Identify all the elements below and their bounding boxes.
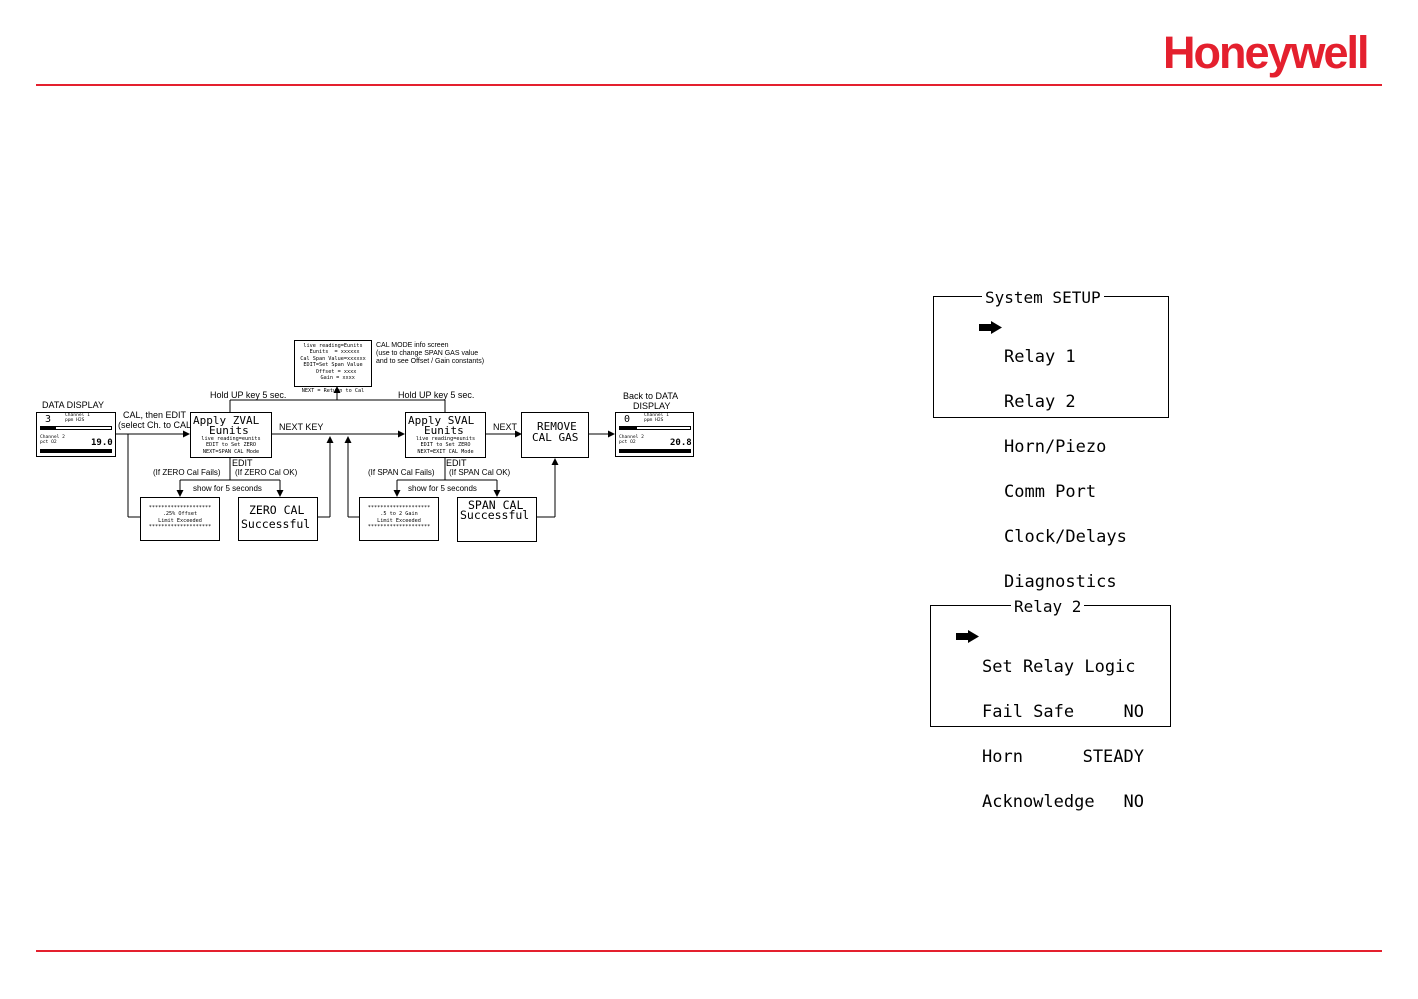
cal-mode-info-screen: live reading=Eunits Eunits = xxxxxx Cal … xyxy=(294,340,372,394)
span-ok-line-2: Successful xyxy=(460,508,530,522)
pointer-arrow-icon xyxy=(979,321,1002,334)
hold-up-label-1: Hold UP key 5 sec. xyxy=(210,390,287,400)
remove-line-1: REMOVE xyxy=(537,420,577,433)
zero-ok-screen: ZERO CAL Successful xyxy=(238,497,318,541)
dd2-value: 20.8 xyxy=(670,438,692,448)
data-display-label: DATA DISPLAY xyxy=(42,400,105,410)
dd2-bar-2 xyxy=(619,449,691,453)
dd2-bar-1 xyxy=(619,426,691,430)
zero-ok-line-2: Successful xyxy=(241,517,311,531)
menu-item-value: STEADY xyxy=(1082,747,1144,767)
dd-ch1-sub: ppm H2S xyxy=(65,418,85,423)
menu-item-label: Horn/Piezo xyxy=(1004,437,1107,457)
info-screen-text: live reading=Eunits Eunits = xxxxxx Cal … xyxy=(300,343,366,394)
relay-2-title: Relay 2 xyxy=(1011,599,1085,615)
dd-value: 19.0 xyxy=(91,438,113,448)
show-5-label-1: show for 5 seconds xyxy=(193,484,262,493)
system-setup-menu: Relay 1 Relay 2 Horn/Piezo Comm Port Clo… xyxy=(1004,320,1127,605)
info-note-2: (use to change SPAN GAS value xyxy=(376,350,479,357)
menu-item-value: NO xyxy=(1123,702,1144,722)
menu-item-label: Acknowledge xyxy=(982,792,1095,812)
dd-ch2-sub: pct O2 xyxy=(40,440,57,445)
menu-item-comm-port[interactable]: Comm Port xyxy=(1004,482,1127,502)
dd2-ch2-sub: pct O2 xyxy=(619,440,636,445)
sval-line-2: Eunits xyxy=(424,424,464,437)
dd-bar-1 xyxy=(40,426,112,430)
span-ok-label: (If SPAN Cal OK) xyxy=(449,468,511,477)
zero-ok-line-1: ZERO CAL xyxy=(249,503,305,517)
menu-item-label: Comm Port xyxy=(1004,482,1097,502)
span-fail-text: ******************** .5 to 2 Gain Limit … xyxy=(367,505,431,531)
system-setup-title: System SETUP xyxy=(982,290,1104,306)
menu-item-relay-2[interactable]: Relay 2 xyxy=(1004,392,1127,412)
menu-item-label: Diagnostics xyxy=(1004,572,1117,592)
menu-item-clock-delays[interactable]: Clock/Delays xyxy=(1004,527,1127,547)
dd2-ch1-label: Channel 1 xyxy=(644,413,669,418)
zval-small: live reading=eunits EDIT to Set ZERO NEX… xyxy=(201,436,261,455)
menu-item-diagnostics[interactable]: Diagnostics xyxy=(1004,572,1127,592)
zero-fail-text: ******************** .25% Offset Limit E… xyxy=(148,505,212,531)
dd-ch2-label: Channel 2 xyxy=(40,435,65,440)
remove-cal-gas-screen: REMOVE CAL GAS xyxy=(521,412,589,458)
menu-item-fail-safe[interactable]: Fail Safe NO xyxy=(982,702,1144,722)
dd-ch1-label: Channel 1 xyxy=(65,413,90,418)
menu-item-label: Relay 1 xyxy=(1004,347,1076,367)
zero-ok-label: (If ZERO Cal OK) xyxy=(235,468,298,477)
menu-item-relay-1[interactable]: Relay 1 xyxy=(1004,347,1127,367)
info-note-1: CAL MODE info screen xyxy=(376,342,449,349)
data-display-screen: 3 Channel 1 ppm H2S Channel 2 pct O2 19.… xyxy=(36,412,116,457)
honeywell-logo: Honeywell xyxy=(1163,27,1370,78)
show-5-label-2: show for 5 seconds xyxy=(408,484,477,493)
menu-item-label: Horn xyxy=(982,747,1023,767)
sval-small: live reading=eunits EDIT to Set ZERO NEX… xyxy=(415,436,476,455)
info-note-3: and to see Offset / Gain constants) xyxy=(376,358,485,365)
span-ok-screen: SPAN CAL Successful xyxy=(457,497,537,542)
menu-item-acknowledge[interactable]: Acknowledge NO xyxy=(982,792,1144,812)
next-key-label: NEXT KEY xyxy=(279,422,324,432)
back-to-label-1: Back to DATA xyxy=(623,391,679,401)
next-label: NEXT xyxy=(493,422,518,432)
dd-bar-2 xyxy=(40,449,112,453)
menu-item-label: Relay 2 xyxy=(1004,392,1076,412)
data-display-screen-2: 0 Channel 1 ppm H2S Channel 2 pct O2 20.… xyxy=(615,412,694,457)
menu-item-label: Clock/Delays xyxy=(1004,527,1127,547)
menu-item-value: NO xyxy=(1123,792,1144,812)
header-rule xyxy=(36,84,1382,86)
back-to-label-2: DISPLAY xyxy=(633,401,671,411)
zero-fail-screen: ******************** .25% Offset Limit E… xyxy=(140,497,220,541)
span-ok-line-1: SPAN CAL xyxy=(468,498,524,512)
apply-zval-screen: Apply ZVAL Eunits live reading=eunits ED… xyxy=(190,412,272,458)
select-channel-label: (select Ch. to CAL) xyxy=(118,420,195,430)
footer-rule xyxy=(36,950,1382,952)
zval-line-2: Eunits xyxy=(209,424,249,437)
menu-item-horn[interactable]: Horn STEADY xyxy=(982,747,1144,767)
menu-item-label: Set Relay Logic xyxy=(982,657,1136,677)
edit-label-1: EDIT xyxy=(232,458,253,468)
pointer-arrow-icon xyxy=(956,630,979,643)
menu-item-set-relay-logic[interactable]: Set Relay Logic xyxy=(982,657,1144,677)
span-fail-screen: ******************** .5 to 2 Gain Limit … xyxy=(359,497,439,541)
zval-line-1: Apply ZVAL xyxy=(193,414,260,427)
apply-sval-screen: Apply SVAL Eunits live reading=eunits ED… xyxy=(405,412,486,458)
dd2-ch2-label: Channel 2 xyxy=(619,435,644,440)
hold-up-label-2: Hold UP key 5 sec. xyxy=(398,390,475,400)
remove-line-2: CAL GAS xyxy=(532,431,579,444)
span-fail-label: (If SPAN Cal Fails) xyxy=(368,468,435,477)
dd2-channel-number: 0 xyxy=(624,414,631,425)
zero-fail-label: (If ZERO Cal Fails) xyxy=(153,468,221,477)
menu-item-horn-piezo[interactable]: Horn/Piezo xyxy=(1004,437,1127,457)
sval-line-1: Apply SVAL xyxy=(408,414,475,427)
cal-then-edit-label: CAL, then EDIT xyxy=(123,410,187,420)
dd-channel-number: 3 xyxy=(45,414,52,425)
dd2-ch1-sub: ppm H2S xyxy=(644,418,664,423)
edit-label-2: EDIT xyxy=(446,458,467,468)
menu-item-label: Fail Safe xyxy=(982,702,1075,722)
